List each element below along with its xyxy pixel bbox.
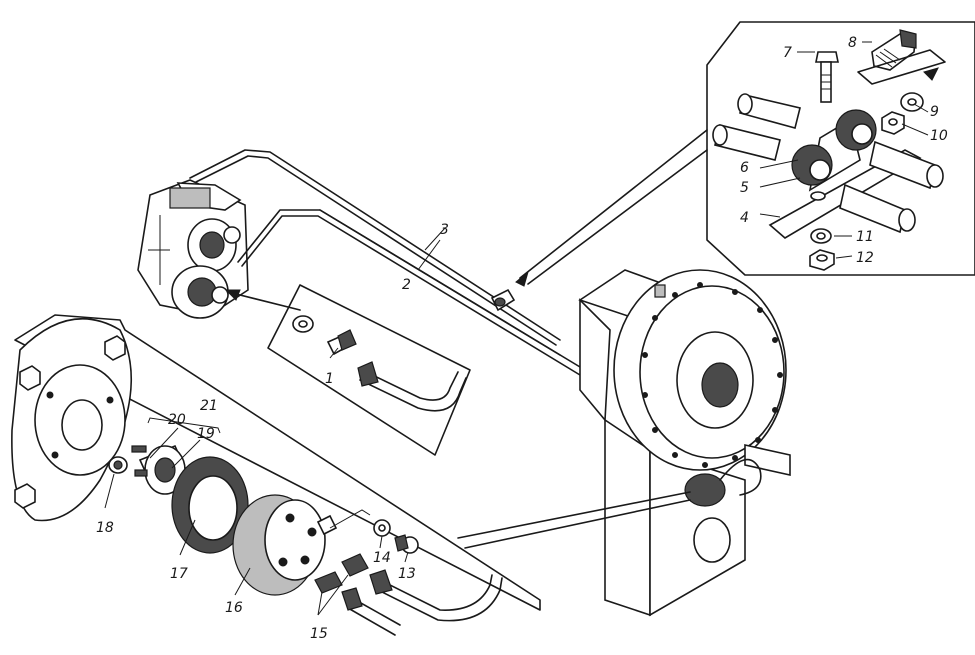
bolt-8	[871, 29, 917, 71]
detail-fitting-1	[224, 284, 471, 456]
washer-9	[900, 92, 924, 112]
pipe-2	[237, 209, 586, 376]
callout-15: 15	[310, 626, 328, 642]
callout-4: 4	[740, 210, 749, 226]
fittings-15	[314, 553, 369, 594]
spring-washer-11	[810, 228, 832, 244]
callout-2: 2	[402, 277, 411, 293]
pipes-pump-outlet	[341, 569, 503, 636]
flywheel-bolt-circle	[642, 282, 783, 468]
rubber-bush-6	[712, 93, 801, 161]
plug-13	[394, 534, 419, 554]
detail-inset-bracket	[515, 21, 975, 287]
callout-1: 1	[325, 371, 334, 387]
callout-12: 12	[856, 250, 874, 266]
callout-9: 9	[930, 104, 939, 120]
callout-19: 19	[197, 426, 215, 442]
flywheel-housing	[578, 269, 791, 617]
pipe-clamp	[490, 288, 516, 312]
pipe-3	[189, 149, 561, 346]
callout-7: 7	[783, 45, 792, 61]
callout-14: 14	[373, 550, 391, 566]
callout-11: 11	[856, 229, 874, 245]
callout-3: 3	[440, 222, 449, 238]
gearbox-housing	[137, 179, 249, 319]
callout-18: 18	[96, 520, 114, 536]
rubber-bush-5	[791, 109, 877, 186]
rubber-bush-right	[839, 140, 944, 234]
callout-5: 5	[740, 180, 749, 196]
bushing-18	[108, 456, 128, 474]
engine-flange	[11, 314, 541, 611]
callout-16: 16	[225, 600, 243, 616]
callout-8: 8	[848, 35, 857, 51]
washer-14	[373, 519, 391, 537]
callout-10: 10	[930, 128, 948, 144]
bolt-7	[815, 51, 839, 103]
callout-21: 21	[200, 398, 218, 414]
callout-20: 20	[168, 412, 186, 428]
pump-body-16	[232, 494, 338, 596]
callout-17: 17	[170, 566, 188, 582]
nut-10	[881, 111, 905, 135]
nut-12	[809, 249, 835, 271]
callout-13: 13	[398, 566, 416, 582]
callout-6: 6	[740, 160, 749, 176]
